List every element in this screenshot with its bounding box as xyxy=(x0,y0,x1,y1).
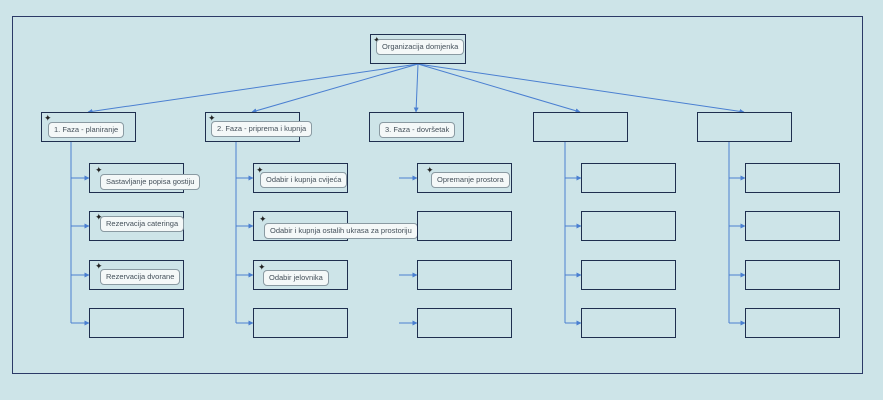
sparkle-icon: ✦ xyxy=(259,214,267,224)
task-node[interactable]: ✦ Odabir jelovnika xyxy=(253,260,348,290)
task-node[interactable]: ✦ Sastavljanje popisa gostiju xyxy=(89,163,201,193)
task-node[interactable]: ✦ Opremanje prostora xyxy=(417,163,512,193)
task-node[interactable]: ✦ Odabir i kupnja ostalih ukrasa za pros… xyxy=(253,211,418,241)
task-node[interactable] xyxy=(417,260,512,290)
root-label: Organizacija domjenka xyxy=(376,39,465,55)
task-node[interactable] xyxy=(253,308,348,338)
sparkle-icon: ✦ xyxy=(95,261,103,271)
task-node[interactable]: ✦ Odabir i kupnja cvijeća xyxy=(253,163,348,193)
task-label: Opremanje prostora xyxy=(431,172,510,188)
sparkle-icon: ✦ xyxy=(258,262,266,272)
phase-label: 2. Faza - priprema i kupnja xyxy=(211,121,313,137)
sparkle-icon: ✦ xyxy=(426,165,434,175)
sparkle-icon: ✦ xyxy=(95,212,103,222)
task-node[interactable] xyxy=(581,211,676,241)
sparkle-icon: ✦ xyxy=(208,113,216,123)
phase-node-4[interactable] xyxy=(533,112,628,142)
phase-node-1[interactable]: ✦ 1. Faza - planiranje xyxy=(41,112,136,142)
phase-label: 1. Faza - planiranje xyxy=(48,122,125,138)
task-node[interactable] xyxy=(89,308,184,338)
phase-node-5[interactable] xyxy=(697,112,792,142)
task-node[interactable] xyxy=(581,308,676,338)
phase-node-3[interactable]: 3. Faza - dovršetak xyxy=(369,112,464,142)
task-node[interactable] xyxy=(417,211,512,241)
task-label: Sastavljanje popisa gostiju xyxy=(100,174,201,190)
task-node[interactable] xyxy=(581,163,676,193)
phase-node-2[interactable]: ✦ 2. Faza - priprema i kupnja xyxy=(205,112,313,142)
sparkle-icon: ✦ xyxy=(44,113,52,123)
task-label: Rezervacija dvorane xyxy=(100,269,181,285)
sparkle-icon: ✦ xyxy=(256,165,264,175)
root-node[interactable]: ✦ Organizacija domjenka xyxy=(370,34,466,64)
sparkle-icon: ✦ xyxy=(95,165,103,175)
task-label: Odabir jelovnika xyxy=(263,270,329,286)
task-label: Odabir i kupnja cvijeća xyxy=(260,172,348,188)
task-node[interactable] xyxy=(745,260,840,290)
task-node[interactable] xyxy=(745,163,840,193)
task-node[interactable] xyxy=(745,211,840,241)
task-label: Rezervacija cateringa xyxy=(100,216,185,232)
task-node[interactable] xyxy=(581,260,676,290)
task-node[interactable]: ✦ Rezervacija cateringa xyxy=(89,211,185,241)
task-label: Odabir i kupnja ostalih ukrasa za prosto… xyxy=(264,223,418,239)
phase-label: 3. Faza - dovršetak xyxy=(379,122,456,138)
task-node[interactable]: ✦ Rezervacija dvorane xyxy=(89,260,184,290)
task-node[interactable] xyxy=(745,308,840,338)
task-node[interactable] xyxy=(417,308,512,338)
